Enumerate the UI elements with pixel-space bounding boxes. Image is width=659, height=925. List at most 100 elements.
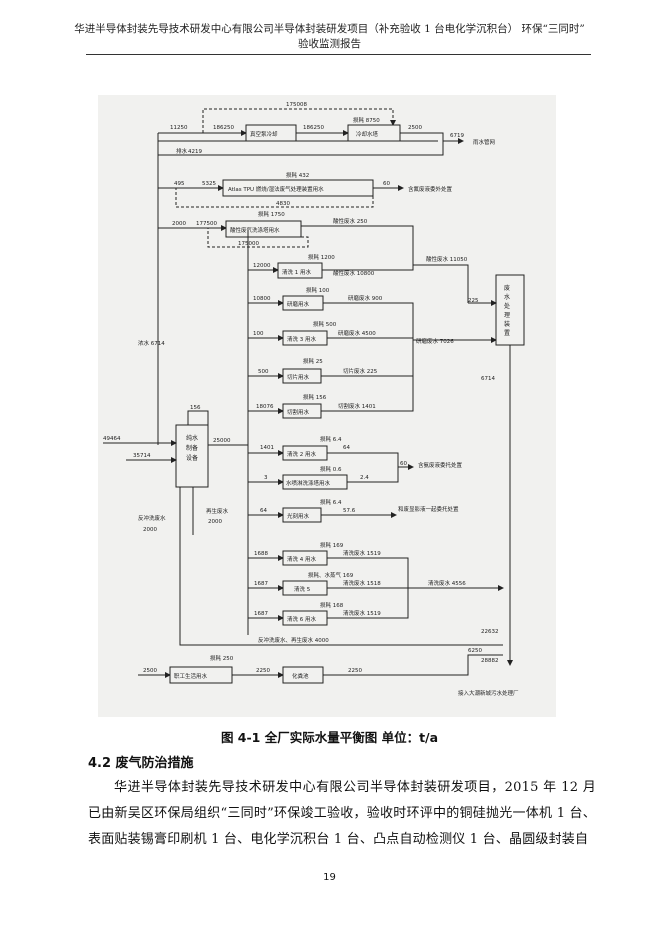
spray-box: 水喷淋洗涤塔用水 xyxy=(286,479,331,487)
flow-label: 4219 xyxy=(188,149,202,155)
header-line-1: 华进半导体封装先导技术研发中心有限公司半导体封装研发项目（补充验收 1 台电化学… xyxy=(74,23,585,35)
flow-label: 186250 xyxy=(303,125,324,131)
loss-label: 损耗 168 xyxy=(320,601,344,609)
loss-label: 损耗 1750 xyxy=(258,210,285,218)
flow-label: 2.4 xyxy=(360,475,369,481)
clean-label: 清洗废水 1519 xyxy=(343,549,381,557)
page-number: 19 xyxy=(323,872,336,883)
loss-label: 损耗 432 xyxy=(286,171,309,179)
backwash-regen-label: 反冲洗废水、再生废水 4000 xyxy=(258,636,329,644)
wwtp-out-label: 接入大潮新城污水处理厂 xyxy=(458,689,519,697)
resist-label: 和废显影液一起委托处置 xyxy=(398,505,459,513)
backwash-label: 反冲洗废水 xyxy=(138,514,166,522)
grind-label: 研磨废水 4500 xyxy=(338,329,376,337)
cut-label: 切片废水 225 xyxy=(343,367,378,375)
atlas-box: Atlas TPU 燃烧/湿法废气处理装置用水 xyxy=(228,185,324,193)
header-line-2: 验收监测报告 xyxy=(298,38,361,50)
clean4-box: 清洗 4 用水 xyxy=(287,555,316,563)
flow-label: 64 xyxy=(343,445,350,451)
clean6-box: 清洗 6 用水 xyxy=(287,615,316,623)
flow-label: 18076 xyxy=(256,404,274,410)
rain-pipe-label: 雨水管网 xyxy=(473,138,496,146)
flow-label: 2000 xyxy=(143,527,157,533)
flow-label: 2000 xyxy=(208,519,222,525)
clean-label: 清洗废水 1518 xyxy=(343,579,381,587)
acid-ww-label: 酸性废水 10800 xyxy=(333,269,375,277)
ammonia-label: 含氨废液委托处置 xyxy=(418,461,463,469)
flow-label: 2500 xyxy=(143,668,157,674)
flow-label: 57.6 xyxy=(343,508,356,514)
flow-label: 500 xyxy=(258,369,269,375)
loss-label: 损耗 100 xyxy=(306,286,330,294)
flow-label: 22632 xyxy=(481,629,499,635)
clean5-box: 清洗 5 xyxy=(294,585,311,593)
flow-label: 6719 xyxy=(450,133,464,139)
flow-label: 177500 xyxy=(196,221,217,227)
cooling-tower-box: 冷却水塔 xyxy=(356,130,379,138)
loss-label: 损耗 169 xyxy=(320,541,344,549)
flow-label: 1688 xyxy=(254,551,268,557)
flow-label: 1687 xyxy=(254,611,268,617)
clean-label: 清洗废水 1519 xyxy=(343,609,381,617)
flow-label: 495 xyxy=(174,181,185,187)
cut-label: 切割废水 1401 xyxy=(338,402,376,410)
flow-label: 2000 xyxy=(172,221,186,227)
header-rule xyxy=(86,54,591,55)
flow-label: 11250 xyxy=(170,125,188,131)
flow-label: 3 xyxy=(264,475,268,481)
grind-label: 研磨废水 900 xyxy=(348,294,383,302)
loss-label: 损耗 0.6 xyxy=(320,465,342,473)
body-paragraph: 华进半导体封装先导技术研发中心有限公司半导体封装研发项目，2015 年 12 月… xyxy=(88,780,596,847)
flow-label: 2250 xyxy=(256,668,270,674)
clean-label: 清洗废水 4556 xyxy=(428,579,466,587)
staff-box: 职工生活用水 xyxy=(174,672,208,680)
acid-wash-box: 酸性废气洗涤塔用水 xyxy=(230,226,280,234)
flow-label: 4830 xyxy=(276,201,290,207)
flow-label: 100 xyxy=(253,331,264,337)
flow-label: 175000 xyxy=(238,241,259,247)
grind-label: 研磨废水 7026 xyxy=(416,337,454,345)
flow-label: 49464 xyxy=(103,436,121,442)
flow-label: 156 xyxy=(190,405,201,411)
flow-label: 28882 xyxy=(481,658,499,664)
flow-label: 5325 xyxy=(202,181,216,187)
clean2-box: 清洗 2 用水 xyxy=(287,450,316,458)
flow-label: 60 xyxy=(383,181,390,187)
section-heading: 4.2 废气防治措施 xyxy=(88,756,194,771)
flow-label: 64 xyxy=(260,508,267,514)
loss-label: 损耗 8750 xyxy=(353,116,380,124)
pure-water-box: 纯水制备设备 xyxy=(186,434,198,462)
cut-box: 切片用水 xyxy=(287,373,310,381)
loss-label: 损耗 1200 xyxy=(308,253,335,261)
loss-label: 损耗 250 xyxy=(210,654,234,662)
septic-box: 化粪池 xyxy=(292,672,309,680)
flow-label: 12000 xyxy=(253,263,271,269)
regen-label: 再生废水 xyxy=(206,507,229,515)
clean3-box: 清洗 3 用水 xyxy=(287,335,316,343)
flow-label: 175008 xyxy=(286,102,307,108)
grind-box: 研磨用水 xyxy=(287,300,310,308)
loss-label: 损耗 6.4 xyxy=(320,435,342,443)
wwtp-box: 废水处理装置 xyxy=(504,284,510,337)
flow-label: 排水 xyxy=(176,147,188,155)
acid-ww-label: 酸性废水 11050 xyxy=(426,255,468,263)
fluoride-label: 含氟废液委外处置 xyxy=(408,185,453,193)
flow-label: 25000 xyxy=(213,438,231,444)
loss-label: 损耗 156 xyxy=(303,393,327,401)
vacuum-pump-box: 真空泵冷却 xyxy=(250,130,278,138)
flow-label: 6250 xyxy=(468,648,482,654)
loss-label: 损耗 500 xyxy=(313,320,337,328)
drain-label: 浓水 6714 xyxy=(138,339,165,347)
flow-label: 35714 xyxy=(133,453,151,459)
diagram-svg: 175008 11250 186250 186250 2500 6719 雨水管… xyxy=(103,102,525,697)
flow-label: 186250 xyxy=(213,125,234,131)
acid-ww-label: 酸性废水 250 xyxy=(333,217,368,225)
flow-label: 60 xyxy=(400,461,407,467)
page-header: 华进半导体封装先导技术研发中心有限公司半导体封装研发项目（补充验收 1 台电化学… xyxy=(40,22,619,52)
cutting-box: 切割用水 xyxy=(287,408,310,416)
flow-label: 1687 xyxy=(254,581,268,587)
clean1-box: 清洗 1 用水 xyxy=(282,268,311,276)
loss-label: 损耗 6.4 xyxy=(320,498,342,506)
loss-label: 损耗、水蒸气 169 xyxy=(308,571,354,579)
loss-label: 损耗 25 xyxy=(303,357,323,365)
